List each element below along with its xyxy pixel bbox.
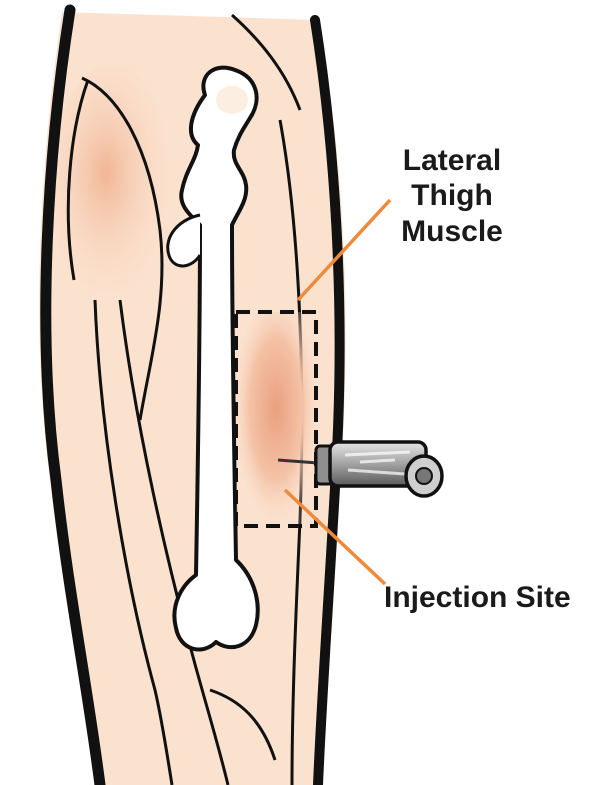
lateral-thigh-muscle-label: Lateral Thigh Muscle [372, 143, 532, 249]
muscle-label-line-2: Thigh [372, 178, 532, 213]
muscle-label-line-1: Lateral [372, 143, 532, 178]
femoral-head-shading [216, 86, 248, 114]
muscle-label-line-3: Muscle [372, 214, 532, 249]
injection-site-shading [236, 312, 316, 526]
injection-site-label: Injection Site [384, 580, 571, 615]
